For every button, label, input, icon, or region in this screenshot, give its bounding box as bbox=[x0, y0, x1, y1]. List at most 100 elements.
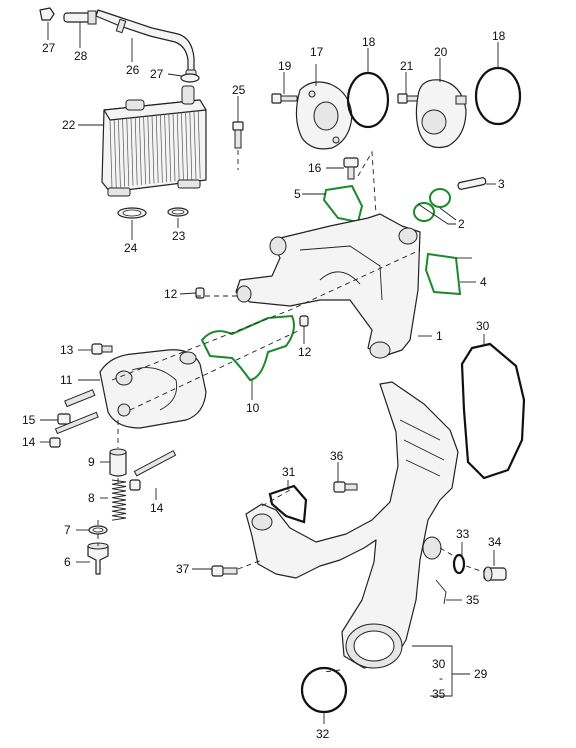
hose-clip-27b-icon bbox=[180, 73, 200, 83]
callout-17: 17 bbox=[310, 45, 324, 59]
callout-22: 22 bbox=[62, 118, 76, 132]
cooler-fin bbox=[151, 115, 155, 184]
callout-29: 29 bbox=[474, 667, 488, 681]
bolt-15-icon bbox=[57, 389, 96, 425]
callout-19: 19 bbox=[278, 59, 292, 73]
pin-3-icon bbox=[457, 177, 487, 190]
cooler-fin bbox=[134, 117, 138, 186]
callout-28: 28 bbox=[74, 49, 88, 63]
callout-2: 2 bbox=[458, 217, 465, 231]
oil-hose-26 bbox=[95, 9, 197, 81]
bolt-25-icon bbox=[232, 121, 244, 149]
bolt-14a-icon bbox=[49, 411, 99, 448]
clip-35-icon bbox=[435, 579, 447, 605]
callout-14: 14 bbox=[22, 435, 36, 449]
bolt-36-icon bbox=[333, 481, 358, 493]
callout-3: 3 bbox=[498, 177, 505, 191]
callout-35: 35 bbox=[432, 687, 446, 701]
callout-30: 30 bbox=[476, 319, 490, 333]
cooler-fin bbox=[172, 113, 176, 182]
cooler-fin bbox=[189, 111, 193, 180]
callout-range-dash: - bbox=[439, 671, 443, 685]
seal-7-icon bbox=[88, 525, 108, 535]
leader-lines bbox=[40, 22, 499, 724]
gasket-4-icon bbox=[424, 252, 462, 296]
cooler-fin bbox=[122, 118, 125, 187]
cooler-fin bbox=[164, 114, 167, 183]
valve-9-icon bbox=[109, 448, 127, 477]
assembly-lines bbox=[97, 150, 485, 673]
cooler-fin bbox=[130, 117, 134, 186]
seal-ring-18b-icon bbox=[474, 66, 522, 126]
cooler-fin bbox=[143, 116, 146, 185]
callout-27: 27 bbox=[150, 67, 164, 81]
cover-17 bbox=[295, 81, 353, 150]
callout-labels: 27 28 26 27 17 18 19 21 20 18 25 22 16 5… bbox=[22, 29, 506, 741]
callout-36: 36 bbox=[330, 449, 344, 463]
callout-15: 15 bbox=[22, 413, 36, 427]
callout-35: 35 bbox=[466, 593, 480, 607]
cooler-fin bbox=[126, 118, 130, 187]
oil-pump-11 bbox=[99, 349, 207, 429]
cooler-fin bbox=[118, 119, 121, 188]
bolt-19-icon bbox=[271, 93, 298, 104]
pump-housing-1 bbox=[235, 213, 421, 359]
oil-cooler-22 bbox=[101, 85, 207, 197]
callout-7: 7 bbox=[64, 523, 71, 537]
cooler-fin bbox=[181, 112, 184, 181]
gasket-10-icon bbox=[200, 314, 295, 382]
callout-33: 33 bbox=[456, 527, 470, 541]
callout-1: 1 bbox=[436, 329, 443, 343]
plug-6-icon bbox=[87, 542, 109, 575]
cooler-fin bbox=[139, 116, 142, 185]
gasket-30-icon bbox=[460, 342, 526, 480]
cooler-fin bbox=[113, 119, 117, 188]
callout-26: 26 bbox=[126, 63, 140, 77]
callout-6: 6 bbox=[64, 555, 71, 569]
callout-9: 9 bbox=[88, 455, 95, 469]
seal-ring-18a-icon bbox=[346, 71, 390, 129]
callout-10: 10 bbox=[246, 401, 260, 415]
seal-ring-32-icon bbox=[300, 666, 348, 714]
gasket-31-icon bbox=[268, 484, 308, 524]
bolt-12b-icon bbox=[299, 315, 309, 327]
callout-16: 16 bbox=[308, 161, 322, 175]
callout-27: 27 bbox=[42, 41, 56, 55]
cooler-fin bbox=[185, 111, 188, 180]
callout-34: 34 bbox=[488, 535, 502, 549]
cooler-fin bbox=[168, 113, 172, 182]
spring-8-icon bbox=[111, 479, 127, 521]
cooler-fin bbox=[176, 112, 180, 181]
callout-11: 11 bbox=[60, 373, 73, 387]
hose-clip-27-icon bbox=[39, 7, 55, 21]
cooler-fin bbox=[193, 110, 197, 180]
o-ring-24-icon bbox=[117, 207, 147, 219]
callout-32: 32 bbox=[316, 727, 330, 741]
callout-23: 23 bbox=[172, 229, 186, 243]
callout-4: 4 bbox=[480, 275, 487, 289]
bolt-21-icon bbox=[397, 93, 422, 104]
callout-25: 25 bbox=[232, 83, 246, 97]
callout-30: 30 bbox=[432, 657, 446, 671]
cooler-fin bbox=[197, 110, 201, 179]
o-ring-33-icon bbox=[452, 553, 466, 575]
hose-fitting-28 bbox=[63, 10, 97, 25]
suction-pipe bbox=[245, 381, 459, 669]
bolt-37-icon bbox=[211, 565, 238, 577]
bolt-13-icon bbox=[91, 343, 113, 355]
sensor-34-icon bbox=[483, 566, 507, 582]
callout-31: 31 bbox=[282, 465, 296, 479]
cover-20 bbox=[415, 79, 467, 149]
gasket-2-icon bbox=[413, 188, 451, 222]
cooler-fin bbox=[155, 115, 159, 184]
callout-24: 24 bbox=[124, 241, 138, 255]
cooler-fin bbox=[109, 119, 113, 189]
callout-8: 8 bbox=[88, 491, 95, 505]
callout-18: 18 bbox=[362, 35, 376, 49]
callout-13: 13 bbox=[60, 343, 74, 357]
callout-14: 14 bbox=[150, 501, 164, 515]
bolt-16-icon bbox=[343, 157, 359, 180]
callout-37: 37 bbox=[176, 562, 190, 576]
gasket-5-icon bbox=[322, 184, 364, 224]
